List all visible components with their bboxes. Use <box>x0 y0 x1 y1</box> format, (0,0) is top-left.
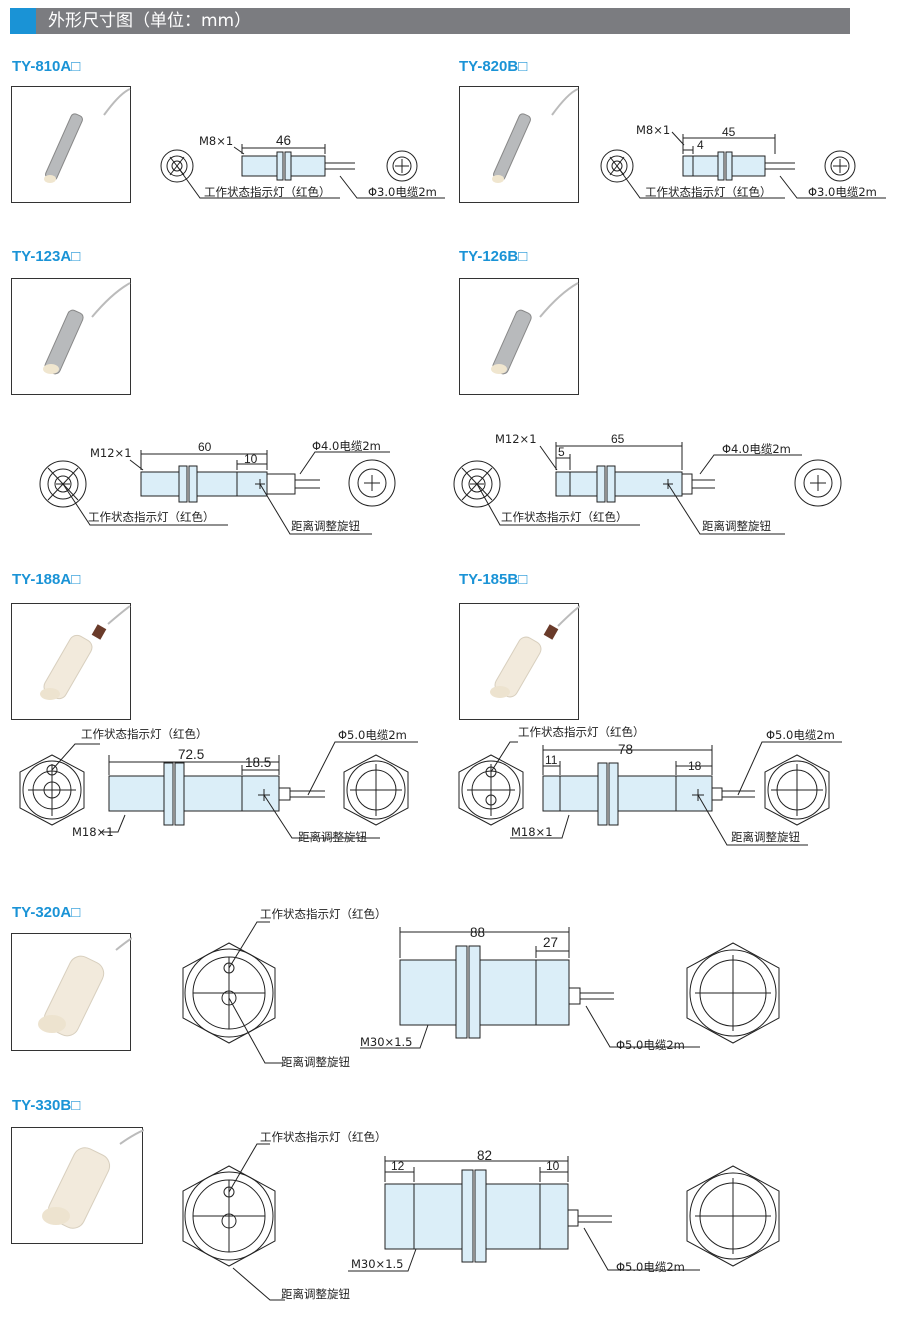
led-label: 工作状态指示灯（红色） <box>260 1130 387 1144</box>
cable-label: Φ5.0电缆2m <box>766 728 835 742</box>
thread-label: M18×1 <box>72 825 114 839</box>
cable-label: Φ3.0电缆2m <box>808 185 877 199</box>
rear-dimension: 10 <box>546 1159 560 1173</box>
sensor-photo-icon <box>40 605 131 700</box>
front-dimension: 4 <box>697 138 704 152</box>
knob-label: 距离调整旋钮 <box>298 830 367 844</box>
product-photo <box>11 278 131 395</box>
product-photo <box>11 1127 144 1244</box>
led-label: 工作状态指示灯（红色） <box>645 185 772 199</box>
model-title: TY-126B□ <box>459 248 528 265</box>
product-photo <box>459 86 579 203</box>
cable-label: Φ4.0电缆2m <box>312 439 381 453</box>
thread-label: M18×1 <box>511 825 553 839</box>
length-dimension: 82 <box>477 1148 493 1163</box>
model-title: TY-320A□ <box>12 904 81 921</box>
rear-dimension: 18 <box>688 759 702 773</box>
sensor-photo-icon <box>491 282 579 375</box>
led-label: 工作状态指示灯（红色） <box>501 510 628 524</box>
sensor-photo-icon <box>38 937 132 1037</box>
knob-label: 距离调整旋钮 <box>291 519 360 533</box>
front-dimension: 12 <box>391 1159 405 1173</box>
section-title: 外形尺寸图（单位：mm） <box>48 11 252 31</box>
knob-label: 距离调整旋钮 <box>702 519 771 533</box>
length-dimension: 45 <box>722 125 736 139</box>
knob-label: 距离调整旋钮 <box>281 1055 350 1069</box>
section-header-accent <box>10 8 36 34</box>
thread-label: M30×1.5 <box>360 1035 413 1049</box>
led-label: 工作状态指示灯（红色） <box>518 725 645 739</box>
cable-label: Φ5.0电缆2m <box>616 1038 685 1052</box>
thread-label: M8×1 <box>636 123 671 137</box>
product-photo <box>459 278 579 395</box>
sensor-photo-icon <box>490 605 580 698</box>
model-title: TY-820B□ <box>459 58 528 75</box>
knob-label: 距离调整旋钮 <box>731 830 800 844</box>
model-title: TY-185B□ <box>459 571 528 588</box>
rear-dimension: 10 <box>244 452 258 466</box>
cable-label: Φ5.0电缆2m <box>616 1260 685 1274</box>
product-photo <box>11 603 131 720</box>
model-title: TY-330B□ <box>12 1097 81 1114</box>
rear-dimension: 18.5 <box>245 755 272 770</box>
led-label: 工作状态指示灯（红色） <box>204 185 331 199</box>
cable-label: Φ4.0电缆2m <box>722 442 791 456</box>
rear-dimension: 27 <box>543 935 559 950</box>
length-dimension: 78 <box>618 742 634 757</box>
cable-label: Φ5.0电缆2m <box>338 728 407 742</box>
thread-label: M12×1 <box>495 432 537 446</box>
length-dimension: 72.5 <box>178 747 205 762</box>
model-title: TY-123A□ <box>12 248 81 265</box>
led-label: 工作状态指示灯（红色） <box>81 727 208 741</box>
model-title: TY-810A□ <box>12 58 81 75</box>
product-photo <box>459 603 580 720</box>
product-photo <box>11 933 132 1051</box>
thread-label: M30×1.5 <box>351 1257 404 1271</box>
length-dimension: 65 <box>611 432 625 446</box>
thread-label: M8×1 <box>199 134 234 148</box>
model-title: TY-188A□ <box>12 571 81 588</box>
front-dimension: 5 <box>558 445 565 459</box>
led-label: 工作状态指示灯（红色） <box>88 510 215 524</box>
sensor-photo-icon <box>492 88 579 183</box>
front-dimension: 11 <box>545 753 558 767</box>
product-photo <box>11 86 131 203</box>
length-dimension: 88 <box>470 925 486 940</box>
sensor-photo-icon <box>42 1129 144 1229</box>
thread-label: M12×1 <box>90 446 132 460</box>
knob-label: 距离调整旋钮 <box>281 1287 350 1301</box>
length-dimension: 60 <box>198 440 212 454</box>
led-label: 工作状态指示灯（红色） <box>260 907 387 921</box>
section-header-bar <box>10 8 850 34</box>
length-dimension: 46 <box>276 133 292 148</box>
sensor-photo-icon <box>43 282 131 375</box>
cable-label: Φ3.0电缆2m <box>368 185 437 199</box>
sensor-photo-icon <box>44 88 131 183</box>
